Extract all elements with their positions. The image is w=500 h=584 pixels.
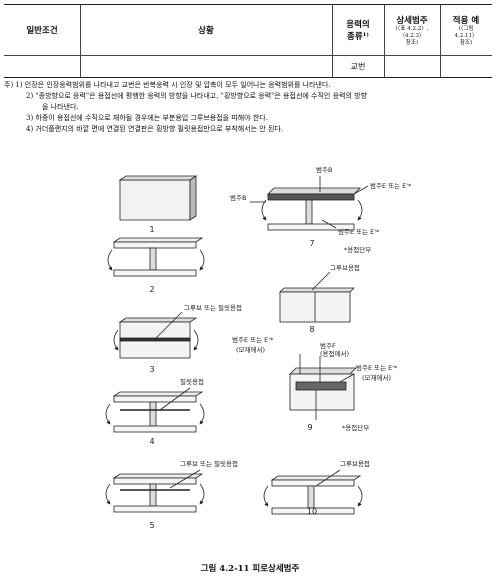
label-e-base2: 범주E 또는 E'* — [356, 363, 398, 372]
sketch-4-ibeam — [105, 391, 205, 433]
leader-groove — [311, 271, 331, 291]
sketch-7-ibeam-plate — [261, 187, 363, 231]
label-cat-e-2: 범주E 또는 E'* — [338, 227, 380, 236]
fig-num-10: 10 — [307, 507, 317, 516]
sketch-1-plate — [118, 175, 198, 221]
figure-caption: 그림 4.2-11 피로상세범주 — [200, 564, 300, 574]
note-1: 주) 1) 인장은 인장응력범위를 나타내고 교번은 반복응력 시 인장 및 압… — [4, 81, 331, 89]
label-cat-b2: 범주B — [230, 193, 246, 202]
label-groove-weld: 그루브용접 — [330, 264, 360, 272]
figure-svg: 1 2 3 4 5 7 8 9 10 범주B 범주B 범주E 또는 E'* 범주… — [105, 165, 412, 530]
label-weld-metal: (용접에서) — [320, 349, 349, 358]
leader-e-2 — [321, 219, 337, 229]
detail-sub1: (〈표 4.2.2〉, — [395, 25, 429, 32]
label-cat-e-1: 범주E 또는 E'* — [370, 181, 412, 190]
example-title: 적용 예 — [452, 15, 480, 26]
label-groove2: 그루브용접 — [340, 460, 370, 468]
row-stress-value: 교번 — [350, 61, 366, 71]
sketch-5-ibeam — [105, 473, 205, 513]
col-situation-header: 상황 — [198, 26, 214, 36]
stress-type-line1: 응력의 — [346, 20, 370, 30]
label-e-base: 범주E 또는 E'* — [232, 335, 274, 344]
example-sub2: 4.2.11〉 — [454, 32, 478, 39]
sketch-9-gusset — [289, 367, 357, 420]
detail-sub3: 참조) — [405, 39, 419, 46]
fig-num-9: 9 — [307, 423, 312, 432]
sketch-3-plate-weld — [113, 317, 199, 359]
notes: 주) 1) 인장은 인장응력범위를 나타내고 교번은 반복응력 시 인장 및 압… — [4, 80, 492, 135]
col-detail-header: 상세범주 (〈표 4.2.2〉, 〈4.2.3〉 참조) — [384, 5, 440, 55]
note-3: 3) 하중이 용접선에 수직으로 재하될 경우에는 부분용입 그루브용접을 피해… — [26, 114, 268, 122]
label-base-metal: (모재에서) — [236, 345, 265, 354]
header-table: 일반조건 상황 응력의 종류¹⁾ 상세범주 (〈표 4.2.2〉, 〈4.2.3… — [4, 4, 492, 78]
fig-num-7: 7 — [309, 239, 314, 248]
sketch-10-ibeam — [263, 475, 363, 515]
example-sub3: 참조) — [459, 39, 473, 46]
note-2: 2) "종방향으로 응력"은 용접선에 평행한 응력의 방향을 나타내고, "횡… — [26, 92, 368, 100]
leader-groove-fillet — [155, 311, 183, 339]
leader-groove-fillet2 — [169, 469, 201, 489]
label-groove-fillet: 그루브 또는 필릿용접 — [184, 304, 242, 312]
leader-fillet — [159, 387, 191, 411]
fig-num-3: 3 — [149, 365, 154, 374]
example-sub1: (〈그림 — [458, 25, 474, 32]
label-cat-b: 범주B — [316, 165, 332, 174]
label-weld-end: *용접단부 — [344, 245, 371, 254]
figure-fatigue-categories: 1 2 3 4 5 7 8 9 10 범주B 범주B 범주E 또는 E'* 범주… — [0, 160, 500, 560]
fig-num-1: 1 — [149, 225, 154, 234]
stress-type-line2: 종류¹⁾ — [347, 32, 369, 42]
detail-title: 상세범주 — [396, 15, 428, 26]
fig-num-5: 5 — [149, 521, 154, 530]
fig-num-2: 2 — [149, 285, 154, 294]
note-4: 4) 거더플랜지의 바깥 면에 연결된 연결판은 횡방향 필릿용접만으로 부착해… — [26, 125, 284, 133]
col-stress-type-header: 응력의 종류¹⁾ — [332, 5, 384, 55]
col-example-header: 적용 예 (〈그림 4.2.11〉 참조) — [440, 5, 492, 55]
label-base-metal2: (모재에서) — [362, 373, 391, 382]
label-groove-fillet2: 그루브 또는 필릿용접 — [180, 460, 238, 468]
leader-e-base2 — [339, 373, 355, 383]
note-2-cont: 을 나타낸다. — [42, 103, 79, 111]
fig-num-8: 8 — [309, 325, 314, 334]
label-fillet: 필릿용접 — [180, 378, 204, 386]
fig-num-4: 4 — [149, 437, 154, 446]
col-general-header: 일반조건 — [26, 26, 58, 36]
sketch-8-plates — [279, 287, 355, 323]
label-weld-end2: *용접단부 — [342, 423, 369, 432]
label-cat-f: 범주F — [320, 341, 336, 350]
detail-sub2: 〈4.2.3〉 — [399, 32, 425, 39]
leader-groove2 — [315, 469, 341, 487]
leader-e-1 — [353, 185, 369, 195]
sketch-2-ibeam — [107, 237, 205, 277]
